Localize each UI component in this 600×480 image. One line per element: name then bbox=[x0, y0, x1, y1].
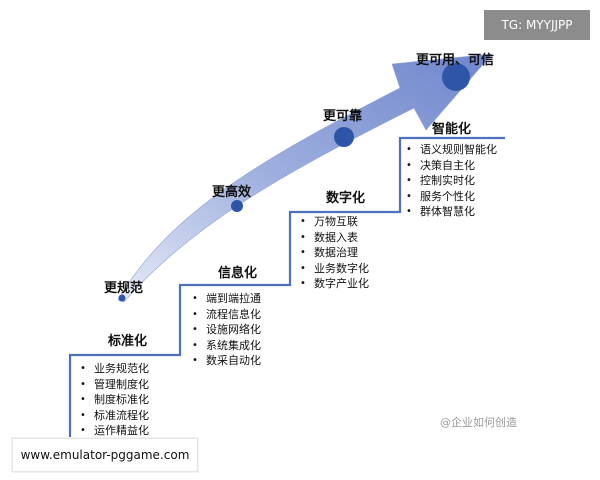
milestone-dot-2 bbox=[231, 200, 243, 212]
watermark-text: @企业如何创造 bbox=[440, 416, 517, 429]
list-item: 端到端拉通 bbox=[192, 291, 261, 307]
list-item: 设施网络化 bbox=[192, 322, 261, 338]
step-items-intelligentization: 语义规则智能化 决策自主化 控制实时化 服务个性化 群体智慧化 bbox=[406, 142, 497, 220]
list-item: 流程信息化 bbox=[192, 307, 261, 323]
milestone-label-1: 更规范 bbox=[104, 281, 144, 296]
list-item: 数采自动化 bbox=[192, 353, 261, 369]
list-item: 决策自主化 bbox=[406, 158, 497, 174]
telegram-tag: TG: MYYJJPP bbox=[484, 10, 590, 40]
step-title-digitalization: 数字化 bbox=[326, 191, 366, 206]
staircase bbox=[58, 136, 505, 442]
list-item: 服务个性化 bbox=[406, 189, 497, 205]
website-url[interactable]: www.emulator-pggame.com bbox=[12, 438, 198, 472]
list-item: 控制实时化 bbox=[406, 173, 497, 189]
list-item: 标准流程化 bbox=[80, 408, 149, 424]
step-title-intelligentization: 智能化 bbox=[432, 122, 472, 137]
list-item: 系统集成化 bbox=[192, 338, 261, 354]
list-item: 业务数字化 bbox=[300, 261, 369, 277]
milestone-label-3: 更可靠 bbox=[323, 109, 363, 124]
milestone-dot-4 bbox=[442, 63, 470, 91]
list-item: 数据入表 bbox=[300, 230, 369, 246]
milestone-dot-3 bbox=[334, 127, 354, 147]
milestone-dot-1 bbox=[118, 294, 126, 302]
milestone-label-2: 更高效 bbox=[212, 185, 252, 200]
list-item: 群体智慧化 bbox=[406, 204, 497, 220]
list-item: 语义规则智能化 bbox=[406, 142, 497, 158]
step-items-digitalization: 万物互联 数据入表 数据治理 业务数字化 数字产业化 bbox=[300, 214, 369, 292]
step-title-standardization: 标准化 bbox=[108, 334, 148, 349]
step-items-standardization: 业务规范化 管理制度化 制度标准化 标准流程化 运作精益化 bbox=[80, 361, 149, 439]
list-item: 业务规范化 bbox=[80, 361, 149, 377]
list-item: 万物互联 bbox=[300, 214, 369, 230]
list-item: 数据治理 bbox=[300, 245, 369, 261]
list-item: 数字产业化 bbox=[300, 276, 369, 292]
list-item: 运作精益化 bbox=[80, 423, 149, 439]
step-items-informatization: 端到端拉通 流程信息化 设施网络化 系统集成化 数采自动化 bbox=[192, 291, 261, 369]
list-item: 制度标准化 bbox=[80, 392, 149, 408]
list-item: 管理制度化 bbox=[80, 377, 149, 393]
step-title-informatization: 信息化 bbox=[218, 266, 258, 281]
milestone-label-4: 更可用、可信 bbox=[416, 53, 495, 68]
